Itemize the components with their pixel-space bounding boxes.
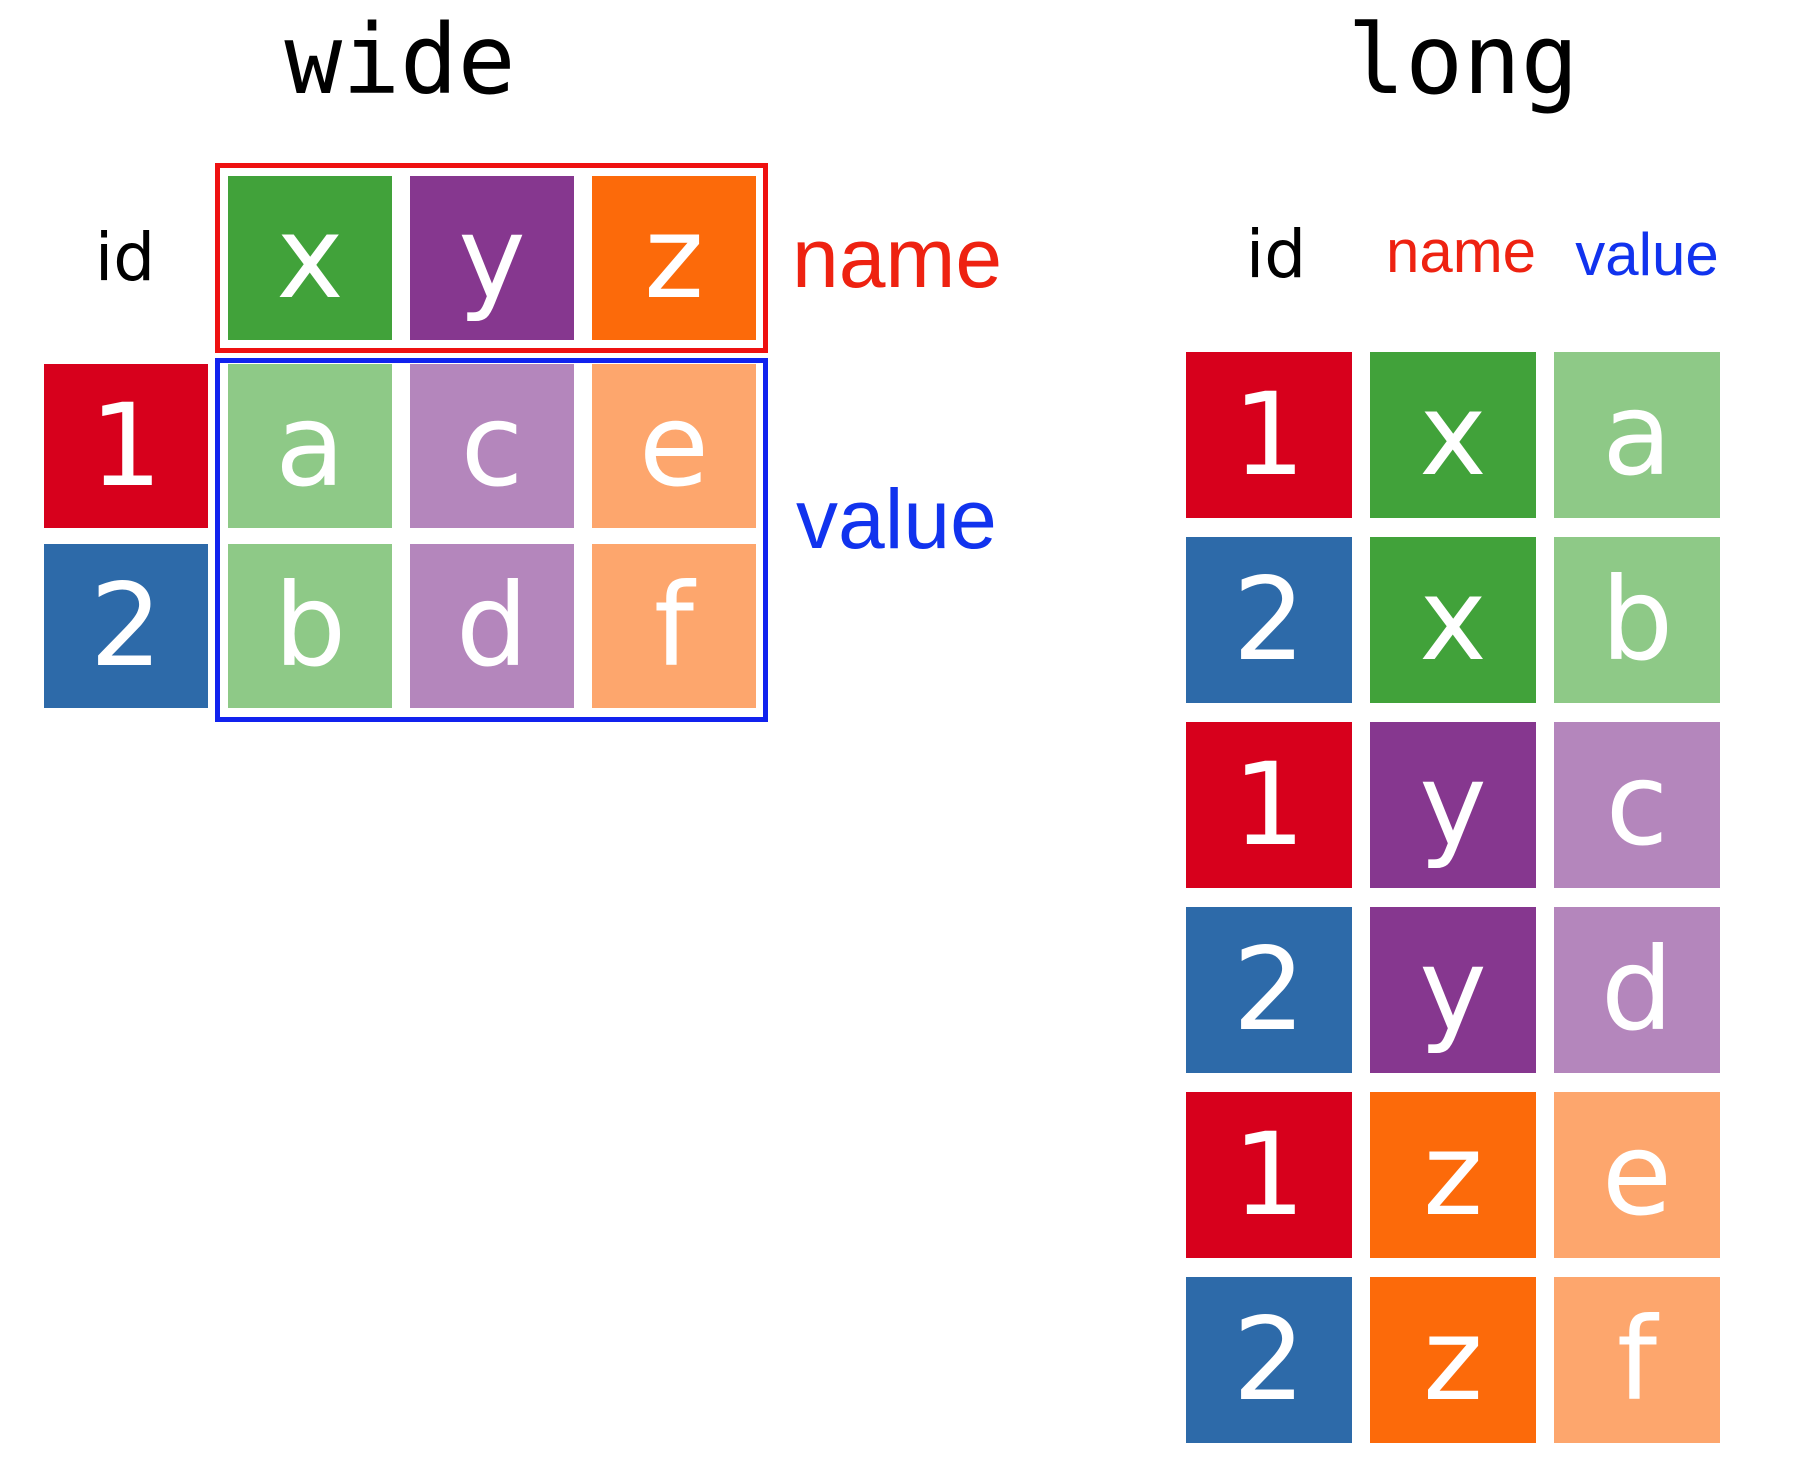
long-id-cell: 1 xyxy=(1186,722,1352,888)
long-name-cell: x xyxy=(1370,352,1536,518)
wide-column-header: x xyxy=(228,176,392,340)
long-value-cell: c xyxy=(1554,722,1720,888)
wide-column-header: y xyxy=(410,176,574,340)
long-id-cell: 2 xyxy=(1186,907,1352,1073)
long-id-cell: 2 xyxy=(1186,1277,1352,1443)
wide-value-cell: c xyxy=(410,364,574,528)
wide-value-cell: d xyxy=(410,544,574,708)
long-id-header: id xyxy=(1245,216,1307,293)
wide-name-label: name xyxy=(792,211,1003,305)
long-value-cell: a xyxy=(1554,352,1720,518)
long-name-cell: x xyxy=(1370,537,1536,703)
long-value-cell: d xyxy=(1554,907,1720,1073)
long-name-cell: y xyxy=(1370,907,1536,1073)
wide-value-cell: b xyxy=(228,544,392,708)
wide-column-header: z xyxy=(592,176,756,340)
long-value-cell: e xyxy=(1554,1092,1720,1258)
wide-title: wide xyxy=(284,4,516,116)
long-name-cell: z xyxy=(1370,1092,1536,1258)
long-id-cell: 2 xyxy=(1186,537,1352,703)
wide-value-cell: f xyxy=(592,544,756,708)
long-name-cell: z xyxy=(1370,1277,1536,1443)
long-title: long xyxy=(1347,4,1579,116)
value-frame xyxy=(215,358,768,722)
wide-value-label: value xyxy=(796,472,997,566)
long-name-cell: y xyxy=(1370,722,1536,888)
long-value-cell: b xyxy=(1554,537,1720,703)
wide-id-cell: 1 xyxy=(44,364,208,528)
wide-value-cell: e xyxy=(592,364,756,528)
long-name-header: name xyxy=(1385,218,1537,285)
wide-value-cell: a xyxy=(228,364,392,528)
wide-id-header: id xyxy=(94,219,156,296)
wide-id-cell: 2 xyxy=(44,544,208,708)
name-frame xyxy=(215,163,768,353)
long-value-cell: f xyxy=(1554,1277,1720,1443)
long-value-header: value xyxy=(1575,221,1719,288)
long-id-cell: 1 xyxy=(1186,1092,1352,1258)
long-id-cell: 1 xyxy=(1186,352,1352,518)
